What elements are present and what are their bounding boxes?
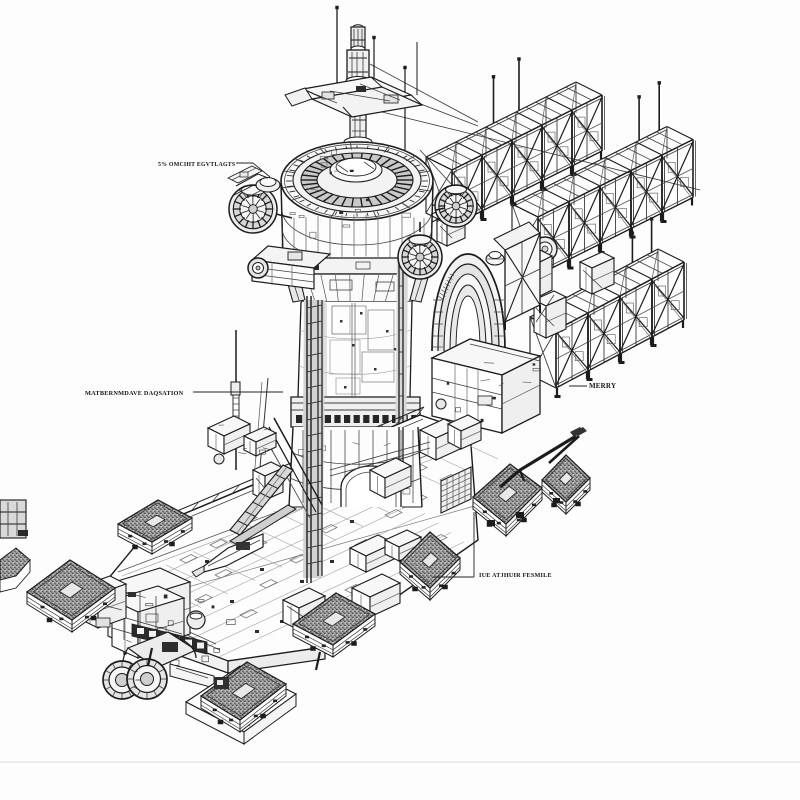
svg-text:5% OMCIHT EGVTLAGTS: 5% OMCIHT EGVTLAGTS: [158, 162, 236, 168]
svg-text:IUE ATJHUIR FESMILE: IUE ATJHUIR FESMILE: [479, 572, 552, 579]
svg-text:MATBERNMDAVE DAQSATION: MATBERNMDAVE DAQSATION: [85, 390, 184, 397]
svg-text:MERRY: MERRY: [589, 382, 616, 390]
